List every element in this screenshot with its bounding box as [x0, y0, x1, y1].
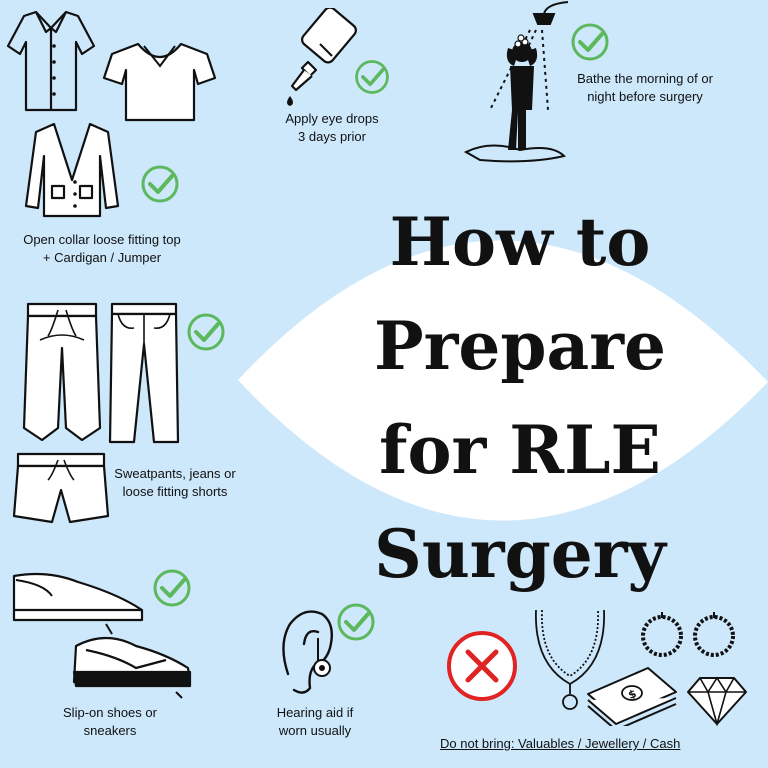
check-icon	[337, 603, 375, 641]
eye-drops-caption-line-2: 3 days prior	[298, 129, 366, 144]
check-icon	[153, 569, 191, 607]
bathe-caption: Bathe the morning of or night before sur…	[560, 70, 730, 106]
title-line-2: Prepare	[373, 307, 667, 385]
bathe-caption-line-1: Bathe the morning of or	[577, 71, 713, 86]
eye-drop-bottle-icon	[287, 8, 357, 106]
hearing-aid-caption: Hearing aid if worn usually	[250, 704, 380, 740]
sneaker-icon	[72, 623, 192, 699]
shorts-icon	[12, 452, 110, 524]
sweatpants-icon	[22, 302, 102, 442]
tops-caption: Open collar loose fitting top + Cardigan…	[12, 231, 192, 267]
hearing-aid-caption-line-2: worn usually	[278, 723, 352, 738]
necklace-icon	[535, 609, 605, 710]
title-line-3: for RLE	[379, 411, 661, 489]
check-icon	[355, 60, 389, 94]
check-icon	[141, 165, 179, 203]
shoes-caption: Slip-on shoes or sneakers	[40, 704, 180, 740]
check-icon	[187, 313, 225, 351]
hoop-earrings-icon	[641, 612, 735, 657]
bottoms-caption-line-2: loose fitting shorts	[122, 484, 228, 499]
do-not-bring-caption: Do not bring: Valuables / Jewellery / Ca…	[440, 736, 681, 751]
tops-caption-line-2: + Cardigan / Jumper	[42, 250, 162, 265]
cross-icon	[447, 631, 517, 701]
jeans-icon	[108, 302, 180, 444]
shower-person-icon	[463, 1, 569, 163]
shoes-caption-line-1: Slip-on shoes or	[63, 705, 157, 720]
title-line-1: How to	[389, 203, 651, 281]
page-title: How to Prepare for RLE Surgery	[330, 190, 710, 606]
shoes-caption-line-2: sneakers	[83, 723, 137, 738]
svg-text:$: $	[626, 687, 638, 702]
bottoms-caption: Sweatpants, jeans or loose fitting short…	[100, 465, 250, 501]
bottoms-caption-line-1: Sweatpants, jeans or	[114, 466, 236, 481]
eye-drops-caption: Apply eye drops 3 days prior	[262, 110, 402, 146]
cardigan-icon	[24, 122, 120, 218]
check-icon	[571, 23, 609, 61]
hearing-aid-icon	[282, 610, 333, 694]
bathe-caption-line-2: night before surgery	[587, 89, 703, 104]
diamond-icon	[687, 676, 747, 726]
cash-icon: $	[587, 667, 677, 726]
tops-caption-line-1: Open collar loose fitting top	[23, 232, 181, 247]
tshirt-icon	[102, 42, 217, 122]
shirt-icon	[6, 10, 96, 112]
eye-drops-caption-line-1: Apply eye drops	[285, 111, 379, 126]
hearing-aid-caption-line-1: Hearing aid if	[276, 705, 354, 720]
slip-on-shoe-icon	[12, 572, 144, 622]
title-line-4: Surgery	[374, 515, 666, 593]
